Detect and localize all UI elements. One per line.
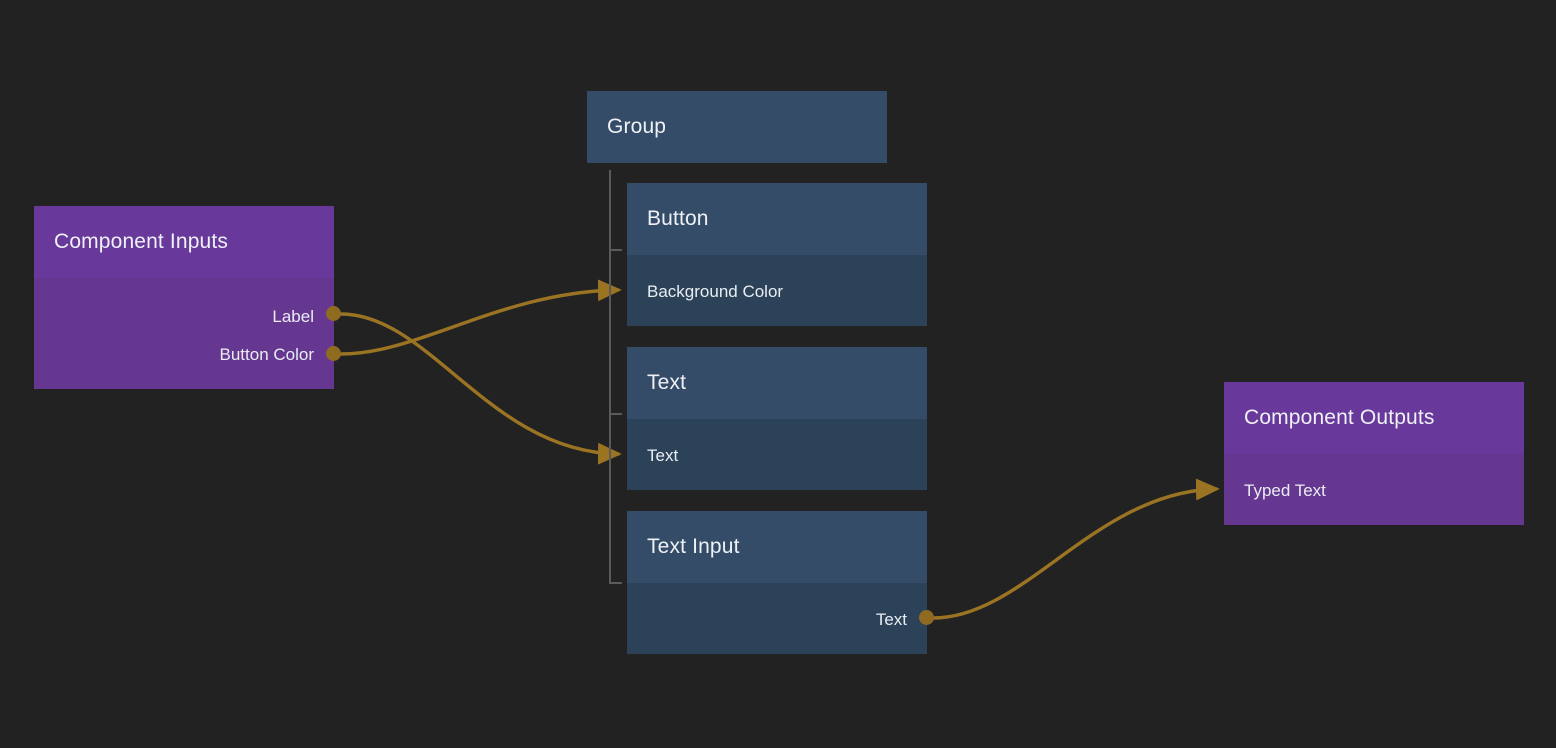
node-component-outputs[interactable]: Component Outputs Typed Text [1224,382,1524,525]
port-label-text-output: Text [875,610,907,629]
node-component-inputs-header: Component Inputs [34,206,334,278]
node-component-outputs-header: Component Outputs [1224,382,1524,454]
port-dot-button-color[interactable] [326,346,341,361]
port-dot-text-output[interactable] [919,610,934,625]
group-tree-stub-text-input [609,582,622,584]
node-component-inputs-body: Label Button Color [34,278,334,389]
node-component-inputs-title: Component Inputs [54,230,229,253]
group-tree-stub-text [609,413,622,415]
port-row-background-color[interactable]: Background Color [627,273,927,311]
port-row-text[interactable]: Text [627,437,927,475]
node-text-header: Text [627,347,927,419]
node-group[interactable]: Group [587,91,887,163]
node-button[interactable]: Button Background Color [627,183,927,326]
port-dot-label[interactable] [326,306,341,321]
node-button-header: Button [627,183,927,255]
port-label-text: Text [647,446,679,465]
port-label-label: Label [272,307,314,326]
edge-buttoncolor-to-backgroundcolor [339,279,622,356]
node-group-header: Group [587,91,887,163]
node-group-title: Group [607,115,667,138]
node-component-outputs-title: Component Outputs [1244,406,1435,429]
node-text-input[interactable]: Text Input Text [627,511,927,654]
node-text-input-title: Text Input [647,535,740,558]
port-row-text-output[interactable]: Text [627,601,927,639]
port-row-button-color[interactable]: Button Color [34,336,334,374]
node-text[interactable]: Text Text [627,347,927,490]
port-label-typed-text: Typed Text [1244,481,1326,500]
node-text-input-body: Text [627,583,927,654]
group-tree-vertical-line [609,170,611,584]
node-button-body: Background Color [627,255,927,326]
node-text-body: Text [627,419,927,490]
node-text-input-header: Text Input [627,511,927,583]
node-component-outputs-body: Typed Text [1224,454,1524,525]
node-text-title: Text [647,371,687,394]
edge-textinput-to-typedtext [931,478,1220,620]
node-component-inputs[interactable]: Component Inputs Label Button Color [34,206,334,389]
node-button-title: Button [647,207,709,230]
group-tree-stub-button [609,249,622,251]
port-label-background-color: Background Color [647,282,784,301]
port-row-typed-text[interactable]: Typed Text [1224,472,1524,510]
port-label-button-color: Button Color [219,345,315,364]
edge-label-to-text [339,312,622,465]
port-row-label[interactable]: Label [34,298,334,336]
